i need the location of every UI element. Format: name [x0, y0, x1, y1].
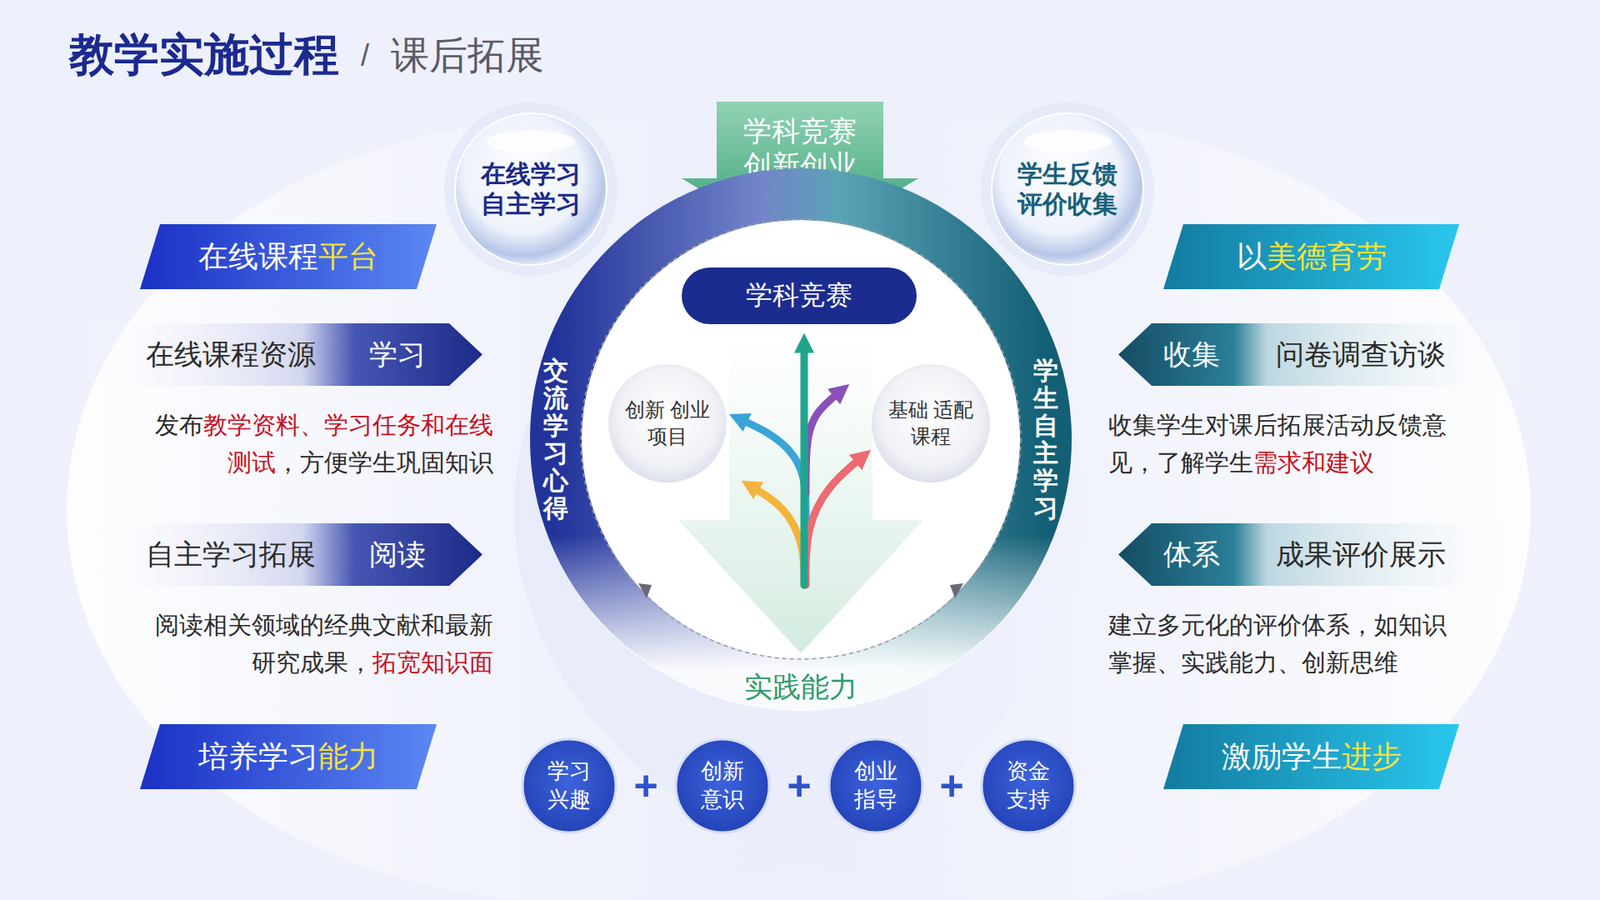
plus-sign: +	[786, 765, 811, 807]
page-title: 教学实施过程	[69, 25, 340, 86]
highlight-text: 需求和建议	[1253, 449, 1375, 476]
separator: /	[360, 38, 370, 74]
heading-band: 在线课程平台	[140, 224, 437, 290]
node-shape	[871, 364, 990, 483]
highlight-text: 拓宽知识面	[372, 649, 494, 676]
node-text: 交流学习心得	[543, 356, 569, 522]
node-text: 在线学习 自主学习	[475, 159, 588, 220]
subtitle: 课后拓展	[390, 30, 545, 82]
factor-circle: 资金 支持	[980, 737, 1077, 835]
node-text: 美德育劳	[1266, 236, 1387, 278]
node-text: 自主学习拓展	[145, 523, 316, 586]
topic-circle: 创新 创业项目	[608, 364, 727, 483]
node-text: 以	[1236, 236, 1267, 278]
arrow-band: 自主学习拓展阅读	[81, 523, 483, 586]
description: 建立多元化的评价体系，如知识掌握、实践能力、创新思维	[1108, 606, 1470, 682]
node-text: 学习	[369, 323, 426, 386]
node-shape	[451, 110, 610, 269]
factor-circle: 创新 意识	[674, 737, 771, 835]
node-text: 创新 意识	[695, 757, 750, 815]
node-text: 体系	[1163, 523, 1220, 586]
plus-sign: +	[939, 765, 964, 807]
glass-bubble: 在线学习 自主学习	[451, 110, 610, 269]
node-text: 成果评价展示	[1275, 523, 1446, 586]
node-text: 创业 指导	[849, 757, 904, 815]
node-text: 学生自主学习	[1033, 356, 1059, 522]
factor-circle: 学习 兴趣	[520, 737, 618, 835]
header: 教学实施过程 / 课后拓展	[69, 25, 545, 86]
body-text: ，方便学生巩固知识	[275, 449, 494, 476]
body-text: 发布	[155, 411, 204, 439]
plus-sign: +	[633, 765, 658, 807]
heading-band: 激励学生进步	[1163, 724, 1460, 790]
arrow-band: 收集问卷调查访谈	[1118, 323, 1531, 386]
description: 收集学生对课后拓展活动反馈意见，了解学生需求和建议	[1108, 406, 1470, 482]
node-text: 进步	[1341, 736, 1402, 778]
description: 阅读相关领域的经典文献和最新研究成果，拓宽知识面	[131, 606, 494, 682]
node-shape	[988, 110, 1147, 269]
node-shape	[674, 737, 771, 835]
node-text: 收集	[1163, 323, 1220, 386]
node-shape	[520, 737, 618, 835]
node-shape	[980, 737, 1077, 835]
node-text: 能力	[318, 736, 379, 778]
node-text: 培养学习	[198, 736, 319, 778]
node-text: 问卷调查访谈	[1275, 323, 1446, 386]
node-text: 基础 适配课程	[885, 396, 976, 451]
node-text: 学科竞赛	[745, 277, 853, 315]
description: 发布教学资料、学习任务和在线测试，方便学生巩固知识	[131, 406, 494, 482]
node-text: 阅读	[369, 523, 426, 586]
cycle-ring: 学科竞赛创新 创业项目 基础 适配课程 交流学习心得 学生自主学习实践能力	[530, 168, 1072, 710]
glass-bubble: 学生反馈 评价收集	[988, 110, 1147, 269]
node-shape	[608, 364, 727, 483]
node-text: 资金 支持	[1001, 757, 1056, 815]
node-text: 学生反馈 评价收集	[1011, 159, 1125, 220]
body-text: 建立多元化的评价体系，如知识掌握、实践能力、创新思维	[1108, 611, 1447, 676]
arrow-band: 体系成果评价展示	[1118, 523, 1531, 586]
node-text: 实践能力	[530, 668, 1072, 707]
node-text: 创新 创业项目	[622, 396, 713, 451]
topic-circle: 基础 适配课程	[871, 364, 990, 483]
heading-band: 培养学习能力	[140, 724, 437, 790]
pill-box: 学科竞赛	[681, 267, 917, 325]
node-text: 在线课程	[198, 236, 319, 278]
arrow-band: 在线课程资源学习	[81, 323, 483, 386]
node-shape	[827, 737, 925, 835]
node-text: 学习 兴趣	[542, 757, 597, 815]
factor-circle: 创业 指导	[827, 737, 925, 835]
heading-band: 以美德育劳	[1163, 224, 1460, 290]
node-text: 平台	[318, 236, 379, 278]
node-text: 激励学生	[1221, 736, 1342, 778]
node-text: 在线课程资源	[145, 323, 316, 386]
